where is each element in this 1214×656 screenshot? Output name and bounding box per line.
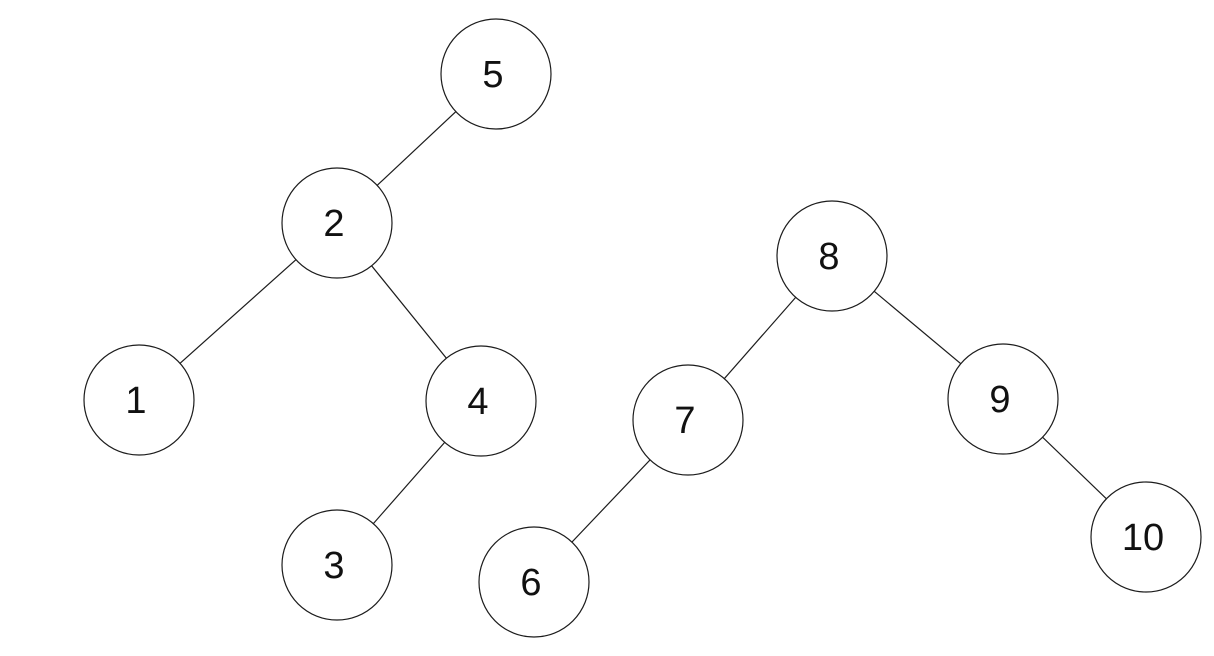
tree-node-5: 5 bbox=[440, 18, 552, 130]
tree-node-6: 6 bbox=[478, 526, 590, 638]
node-label-5: 5 bbox=[482, 54, 503, 96]
node-label-4: 4 bbox=[467, 381, 488, 423]
node-circle-5 bbox=[440, 18, 552, 130]
node-circle-10 bbox=[1090, 481, 1202, 593]
node-circle-4 bbox=[425, 345, 537, 457]
node-label-8: 8 bbox=[818, 236, 839, 278]
tree-node-8: 8 bbox=[776, 200, 888, 312]
tree-node-2: 2 bbox=[281, 167, 393, 279]
node-label-6: 6 bbox=[520, 562, 541, 604]
node-circle-1 bbox=[83, 344, 195, 456]
node-circle-8 bbox=[776, 200, 888, 312]
node-label-1: 1 bbox=[125, 380, 146, 422]
tree-node-1: 1 bbox=[83, 344, 195, 456]
tree-node-9: 9 bbox=[947, 343, 1059, 455]
node-label-9: 9 bbox=[989, 379, 1010, 421]
node-circle-7 bbox=[632, 364, 744, 476]
tree-node-7: 7 bbox=[632, 364, 744, 476]
node-circle-6 bbox=[478, 526, 590, 638]
node-label-2: 2 bbox=[323, 203, 344, 245]
tree-node-10: 10 bbox=[1090, 481, 1202, 593]
node-circle-2 bbox=[281, 167, 393, 279]
node-circle-3 bbox=[281, 509, 393, 621]
node-label-3: 3 bbox=[323, 545, 344, 587]
node-label-10: 10 bbox=[1122, 517, 1164, 559]
node-circle-9 bbox=[947, 343, 1059, 455]
node-label-7: 7 bbox=[674, 400, 695, 442]
tree-node-4: 4 bbox=[425, 345, 537, 457]
tree-node-3: 3 bbox=[281, 509, 393, 621]
